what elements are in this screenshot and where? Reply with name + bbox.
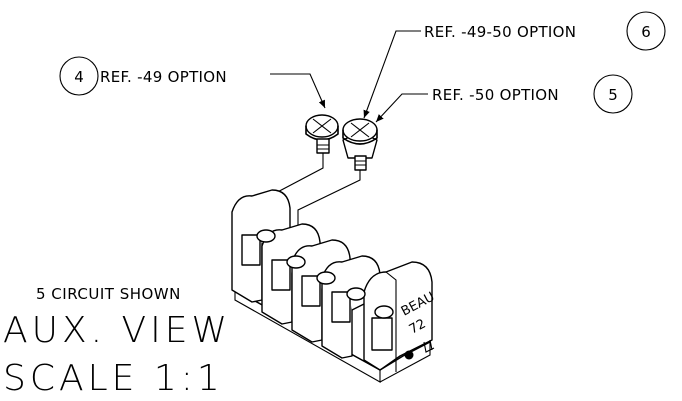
callout-balloon-5: [593, 74, 633, 114]
callout-label-6: REF. -49-50 OPTION: [424, 23, 576, 41]
callout-number-6: 6: [641, 23, 651, 41]
leader-line-5: [375, 93, 428, 123]
model-marking: 72: [407, 317, 429, 338]
terminal-1: [241, 229, 276, 266]
terminal-4: [331, 287, 366, 323]
callout-balloon-6: [626, 11, 666, 51]
leader-line-6: [363, 30, 421, 119]
leader-line-4: [270, 73, 326, 109]
terminal-block: BEAU 72: [231, 189, 437, 383]
circuit-note: 5 CIRCUIT SHOWN: [36, 285, 181, 303]
callout-balloon-4: [59, 56, 99, 96]
csa-logo: [404, 350, 414, 360]
terminal-2: [271, 255, 306, 291]
callout-label-5: REF. -50 OPTION: [432, 86, 559, 104]
view-title: AUX. VIEW: [3, 310, 231, 351]
callout-number-5: 5: [608, 86, 618, 104]
callout-4: 4 REF. -49 OPTION: [59, 56, 326, 109]
terminal-5: [371, 305, 394, 351]
callout-6: 6 REF. -49-50 OPTION: [363, 11, 666, 119]
ul-recognized-logo: [423, 339, 435, 353]
callout-label-4: REF. -49 OPTION: [100, 68, 227, 86]
callout-5: 5 REF. -50 OPTION: [375, 74, 633, 123]
callout-number-4: 4: [74, 68, 84, 86]
scale-note: SCALE 1:1: [3, 358, 224, 399]
screw-50: [342, 118, 378, 171]
screw-49: [305, 114, 339, 154]
terminal-3: [301, 271, 336, 307]
